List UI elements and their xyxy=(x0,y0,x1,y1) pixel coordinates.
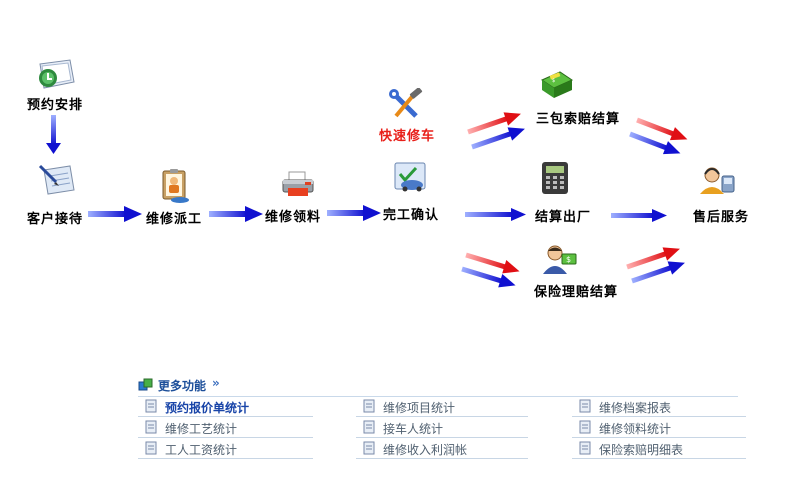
arrow-completion-to-insurance-red xyxy=(465,252,520,274)
arrow-completion-to-settle xyxy=(465,208,526,221)
document-icon xyxy=(579,399,591,413)
document-icon xyxy=(145,399,157,413)
link-label: 保险索赔明细表 xyxy=(599,443,684,457)
document-icon xyxy=(579,420,591,434)
document-pen-icon xyxy=(38,164,75,195)
link-wage-stats[interactable]: 工人工资统计 xyxy=(138,438,313,459)
service-agent-icon xyxy=(700,167,735,194)
link-repair-process-stats[interactable]: 维修工艺统计 xyxy=(138,417,313,438)
node-label: 完工确认 xyxy=(383,208,440,223)
link-label: 维修工艺统计 xyxy=(165,422,238,436)
node-label: 快速修车 xyxy=(379,129,436,144)
link-material-stats[interactable]: 维修领料统计 xyxy=(572,417,746,438)
document-icon xyxy=(145,441,157,455)
arrow-dispatch-to-material xyxy=(209,206,263,222)
arrow-completion-to-warranty-blue xyxy=(471,127,525,150)
node-material[interactable]: 维修领料 xyxy=(263,168,333,226)
arrow-insurance-to-aftersales-blue xyxy=(631,261,685,284)
node-label: 三包索赔结算 xyxy=(536,112,621,127)
arrow-reception-to-dispatch xyxy=(88,206,142,222)
arrow-settle-to-aftersales xyxy=(611,209,667,222)
node-label: 客户接待 xyxy=(27,212,84,227)
arrow-completion-to-warranty-red xyxy=(467,112,521,135)
node-label: 维修派工 xyxy=(146,212,203,227)
link-label: 工人工资统计 xyxy=(165,443,238,457)
node-appointment[interactable]: 预约安排 xyxy=(22,58,92,114)
link-label: 维修收入利润帐 xyxy=(383,443,468,457)
more-functions-title: 更多功能 xyxy=(158,379,207,393)
svg-text:$: $ xyxy=(552,78,555,84)
link-insurance-claim-detail[interactable]: 保险索赔明细表 xyxy=(572,438,746,459)
node-label: 预约安排 xyxy=(27,98,84,113)
link-repair-archive-report[interactable]: 维修档案报表 xyxy=(572,396,746,417)
node-after-sales[interactable]: 售后服务 xyxy=(690,164,760,225)
expand-arrow-icon[interactable]: » xyxy=(212,376,220,390)
node-label: 保险理赔结算 xyxy=(534,285,619,300)
checklist-car-icon xyxy=(394,162,426,192)
node-reception[interactable]: 客户接待 xyxy=(22,162,92,227)
link-receptionist-stats[interactable]: 接车人统计 xyxy=(356,417,528,438)
link-appointment-quote-stats[interactable]: 预约报价单统计 xyxy=(138,396,313,417)
node-settle-exit[interactable]: 结算出厂 xyxy=(532,158,612,225)
node-quick-repair[interactable]: 快速修车 xyxy=(376,88,446,144)
link-repair-item-stats[interactable]: 维修项目统计 xyxy=(356,396,528,417)
arrow-completion-to-insurance-blue xyxy=(461,266,516,288)
node-label: 结算出厂 xyxy=(535,210,592,225)
link-label: 维修项目统计 xyxy=(383,401,456,415)
more-functions-header: 更多功能 » xyxy=(138,376,738,397)
document-icon xyxy=(363,441,375,455)
link-income-profit-ledger[interactable]: 维修收入利润帐 xyxy=(356,438,528,459)
node-insurance-settle[interactable]: $ 保险理赔结算 xyxy=(532,244,624,300)
arrow-insurance-to-aftersales-red xyxy=(626,247,680,270)
insurance-agent-icon: $ xyxy=(543,245,577,274)
node-completion[interactable]: 完工确认 xyxy=(380,160,450,224)
link-label: 维修档案报表 xyxy=(599,401,672,415)
node-label: 售后服务 xyxy=(693,210,750,225)
svg-text:$: $ xyxy=(566,255,571,264)
node-label: 维修领料 xyxy=(265,210,322,225)
document-icon xyxy=(363,420,375,434)
arrow-warranty-to-aftersales-blue xyxy=(629,131,681,155)
calendar-book-icon xyxy=(39,59,75,89)
card-terminal-icon xyxy=(542,162,568,194)
function-cube-icon xyxy=(138,378,153,391)
wrench-hammer-icon xyxy=(389,88,423,118)
money-stack-icon: $ xyxy=(540,71,574,98)
arrow-warranty-to-aftersales-red xyxy=(636,117,688,141)
link-label: 接车人统计 xyxy=(383,422,444,436)
node-warranty-settle[interactable]: $ 三包索赔结算 xyxy=(532,66,624,127)
arrow-appointment-to-reception xyxy=(46,115,61,154)
document-icon xyxy=(145,420,157,434)
arrow-material-to-completion xyxy=(327,205,381,221)
link-label: 预约报价单统计 xyxy=(165,401,250,415)
clipboard-worker-icon xyxy=(162,169,189,203)
printer-icon xyxy=(282,171,314,196)
document-icon xyxy=(579,441,591,455)
document-icon xyxy=(363,399,375,413)
link-label: 维修领料统计 xyxy=(599,422,672,436)
node-dispatch[interactable]: 维修派工 xyxy=(144,168,214,227)
